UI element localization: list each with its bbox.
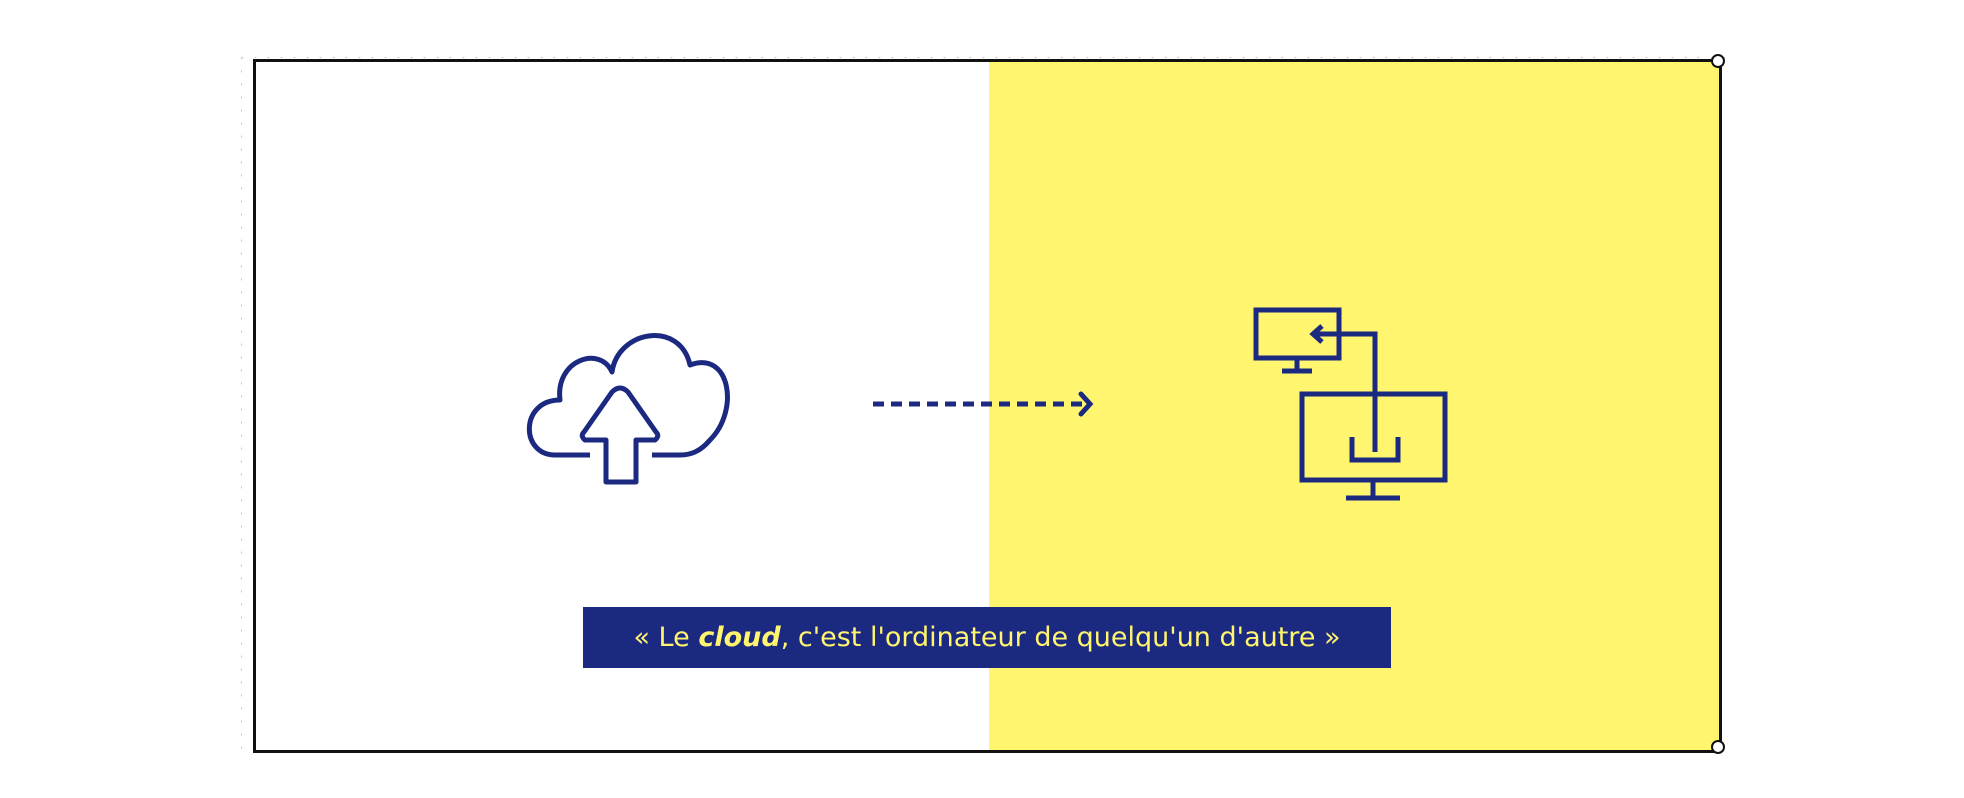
resize-handle-bottom[interactable] [1711, 740, 1725, 754]
dashed-arrow-icon [873, 391, 1094, 417]
caption-emphasis: cloud [698, 622, 781, 653]
cloud-upload-icon [526, 333, 730, 485]
caption-rest: , c'est l'ordinateur de quelqu'un d'autr… [780, 622, 1341, 653]
caption-open: « Le [633, 622, 699, 653]
caption-banner: « Le cloud, c'est l'ordinateur de quelqu… [583, 607, 1391, 668]
computers-transfer-icon [1253, 307, 1448, 501]
resize-handle-top[interactable] [1711, 54, 1725, 68]
